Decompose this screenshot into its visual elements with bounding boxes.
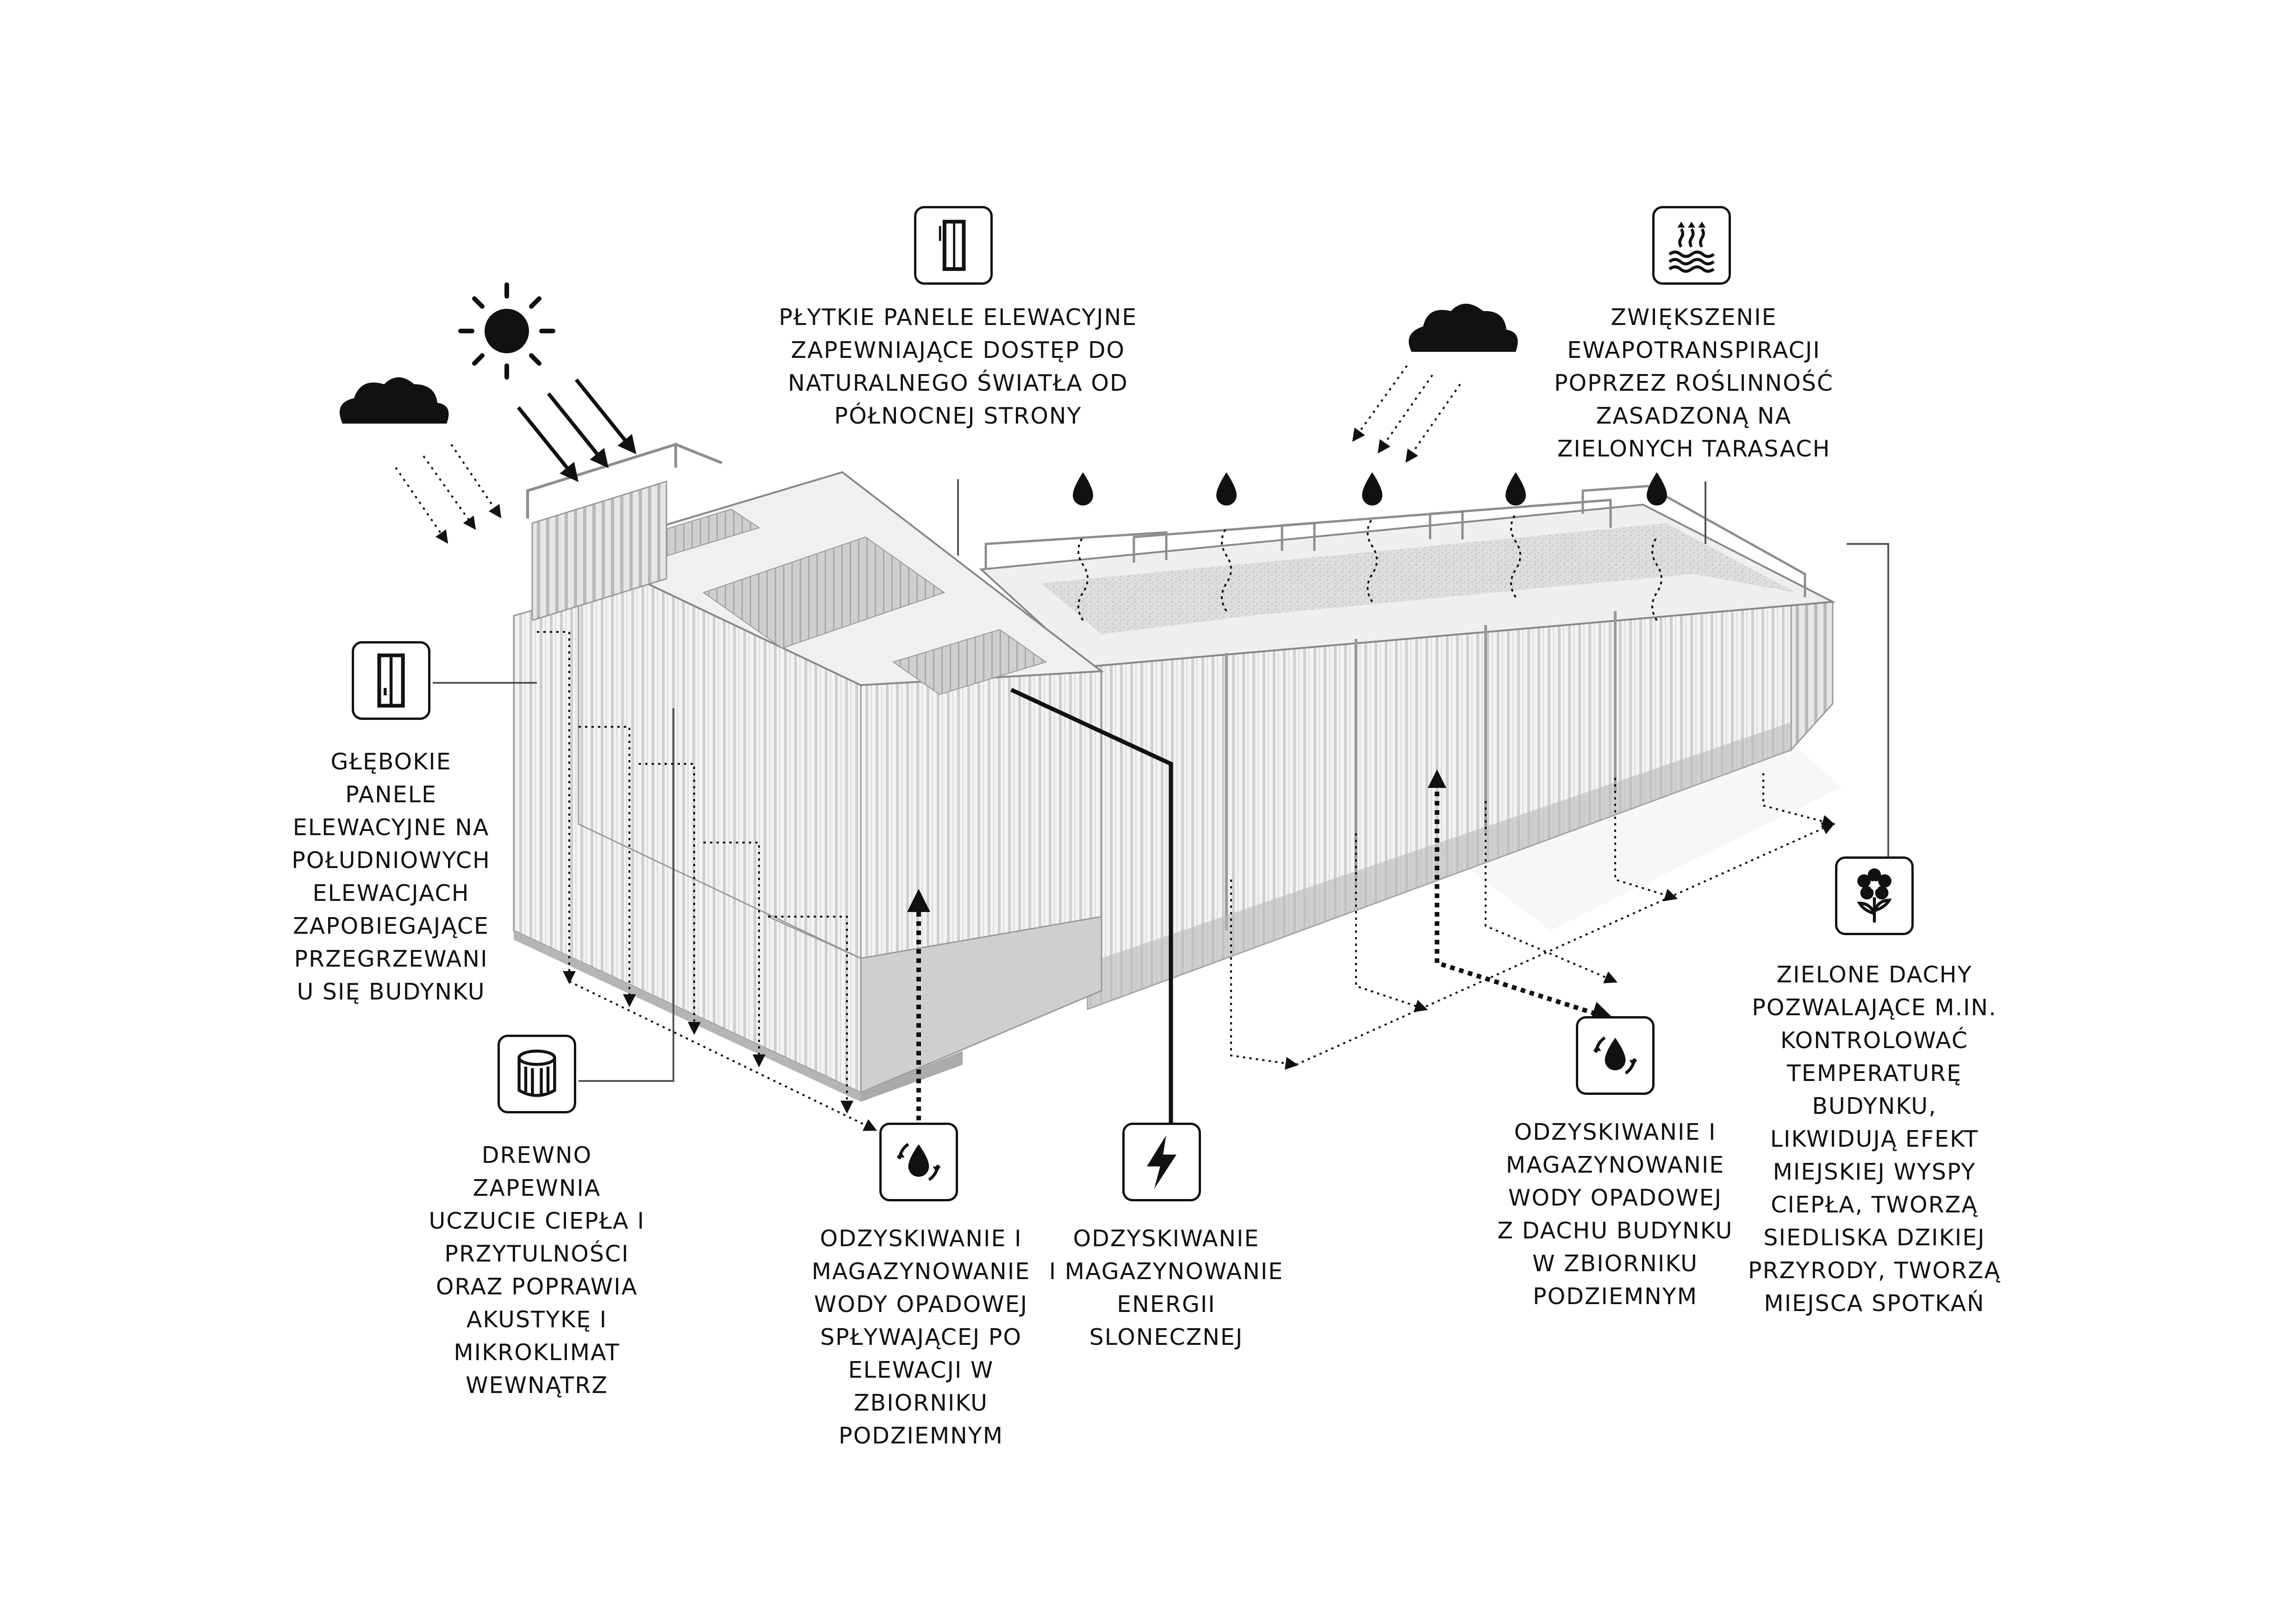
solar-rays — [516, 378, 637, 482]
label-green-roofs: ZIELONE DACHY POZWALAJĄCE M.IN. KONTROLO… — [1748, 962, 2001, 1317]
label-north-panels: PŁYTKIE PANELE ELEWACYJNE ZAPEWNIAJĄCE D… — [778, 304, 1138, 429]
shallow-panel-icon — [914, 206, 993, 285]
tall-wing — [513, 442, 1104, 1102]
facade-water-paths — [537, 631, 877, 1131]
lightning-icon — [1122, 1123, 1201, 1201]
evaporation-arrows — [1077, 513, 1662, 621]
solar-energy-line — [1010, 687, 1173, 1130]
label-south-panels: GŁĘBOKIE PANELE ELEWACYJNE NA POŁUDNIOWY… — [292, 749, 491, 1005]
evaporation-icon — [1652, 206, 1731, 285]
cloud-right — [1408, 304, 1518, 352]
leader-lines — [433, 479, 1889, 1082]
flower-icon — [1835, 856, 1914, 935]
roof-water-paths — [1230, 773, 1836, 1070]
roof-water-main — [1435, 782, 1615, 1024]
ground-shadow — [1458, 722, 1842, 931]
deep-panel-icon — [352, 641, 430, 720]
water-drop-symbols — [1073, 472, 1667, 506]
water-recycle-icon — [879, 1123, 958, 1201]
sun-symbol — [458, 282, 555, 380]
water-recycle-icon — [1576, 1016, 1655, 1095]
rain-left — [395, 443, 502, 544]
label-facade-water: ODZYSKIWANIE I MAGAZYNOWANIE WODY OPADOW… — [811, 1225, 1031, 1449]
label-evapotranspiration: ZWIĘKSZENIE EWAPOTRANSPIRACJI POPRZEZ RO… — [1554, 304, 1834, 462]
label-wood: DREWNO ZAPEWNIA UCZUCIE CIEPŁA I PRZYTUL… — [429, 1142, 645, 1399]
cloud-left — [339, 377, 449, 424]
label-solar: ODZYSKIWANIE I MAGAZYNOWANIE ENERGII SLO… — [1049, 1225, 1284, 1350]
label-roof-water: ODZYSKIWANIE I MAGAZYNOWANIE WODY OPADOW… — [1497, 1119, 1733, 1310]
wood-log-icon — [498, 1035, 576, 1113]
low-wing — [979, 485, 1836, 1011]
rain-right — [1352, 365, 1461, 463]
